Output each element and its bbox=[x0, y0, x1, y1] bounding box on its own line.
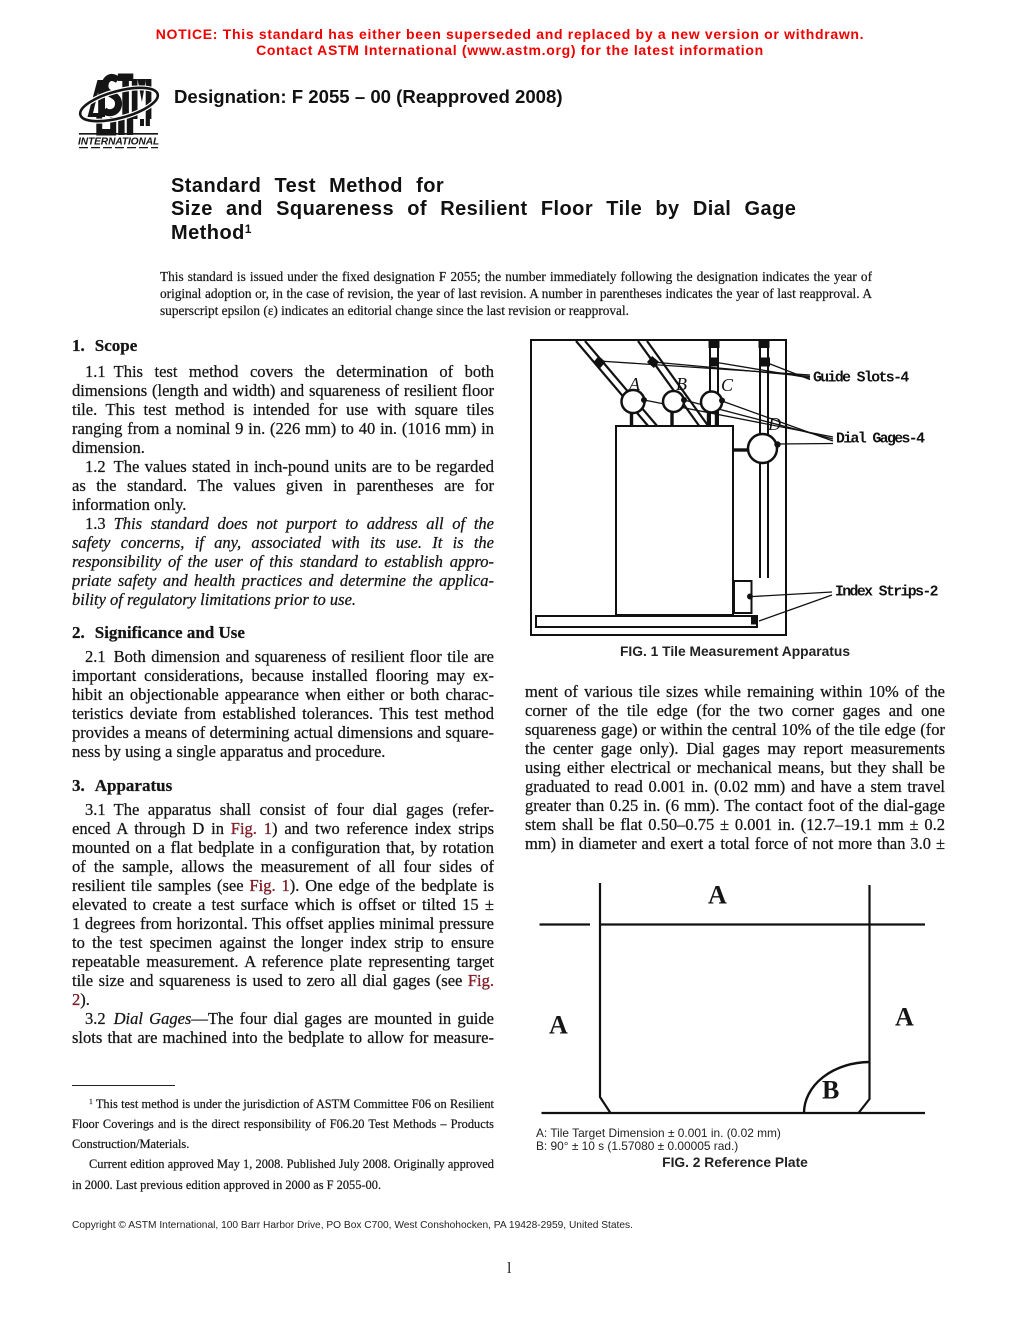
svg-text:A: A bbox=[628, 374, 641, 394]
svg-text:A: A bbox=[549, 1011, 568, 1040]
svg-text:B: B bbox=[822, 1076, 839, 1105]
svg-text:C: C bbox=[721, 375, 734, 395]
svg-text:Index Strips-2: Index Strips-2 bbox=[835, 585, 939, 601]
svg-text:B: B bbox=[676, 374, 687, 394]
svg-text:Dial Gages-4: Dial Gages-4 bbox=[836, 432, 925, 448]
svg-text:A: A bbox=[895, 1003, 914, 1032]
svg-text:INTERNATIONAL: INTERNATIONAL bbox=[78, 137, 159, 148]
svg-text:Guide Slots-4: Guide Slots-4 bbox=[813, 371, 909, 387]
svg-text:A: A bbox=[708, 881, 727, 910]
svg-text:D: D bbox=[767, 414, 781, 434]
